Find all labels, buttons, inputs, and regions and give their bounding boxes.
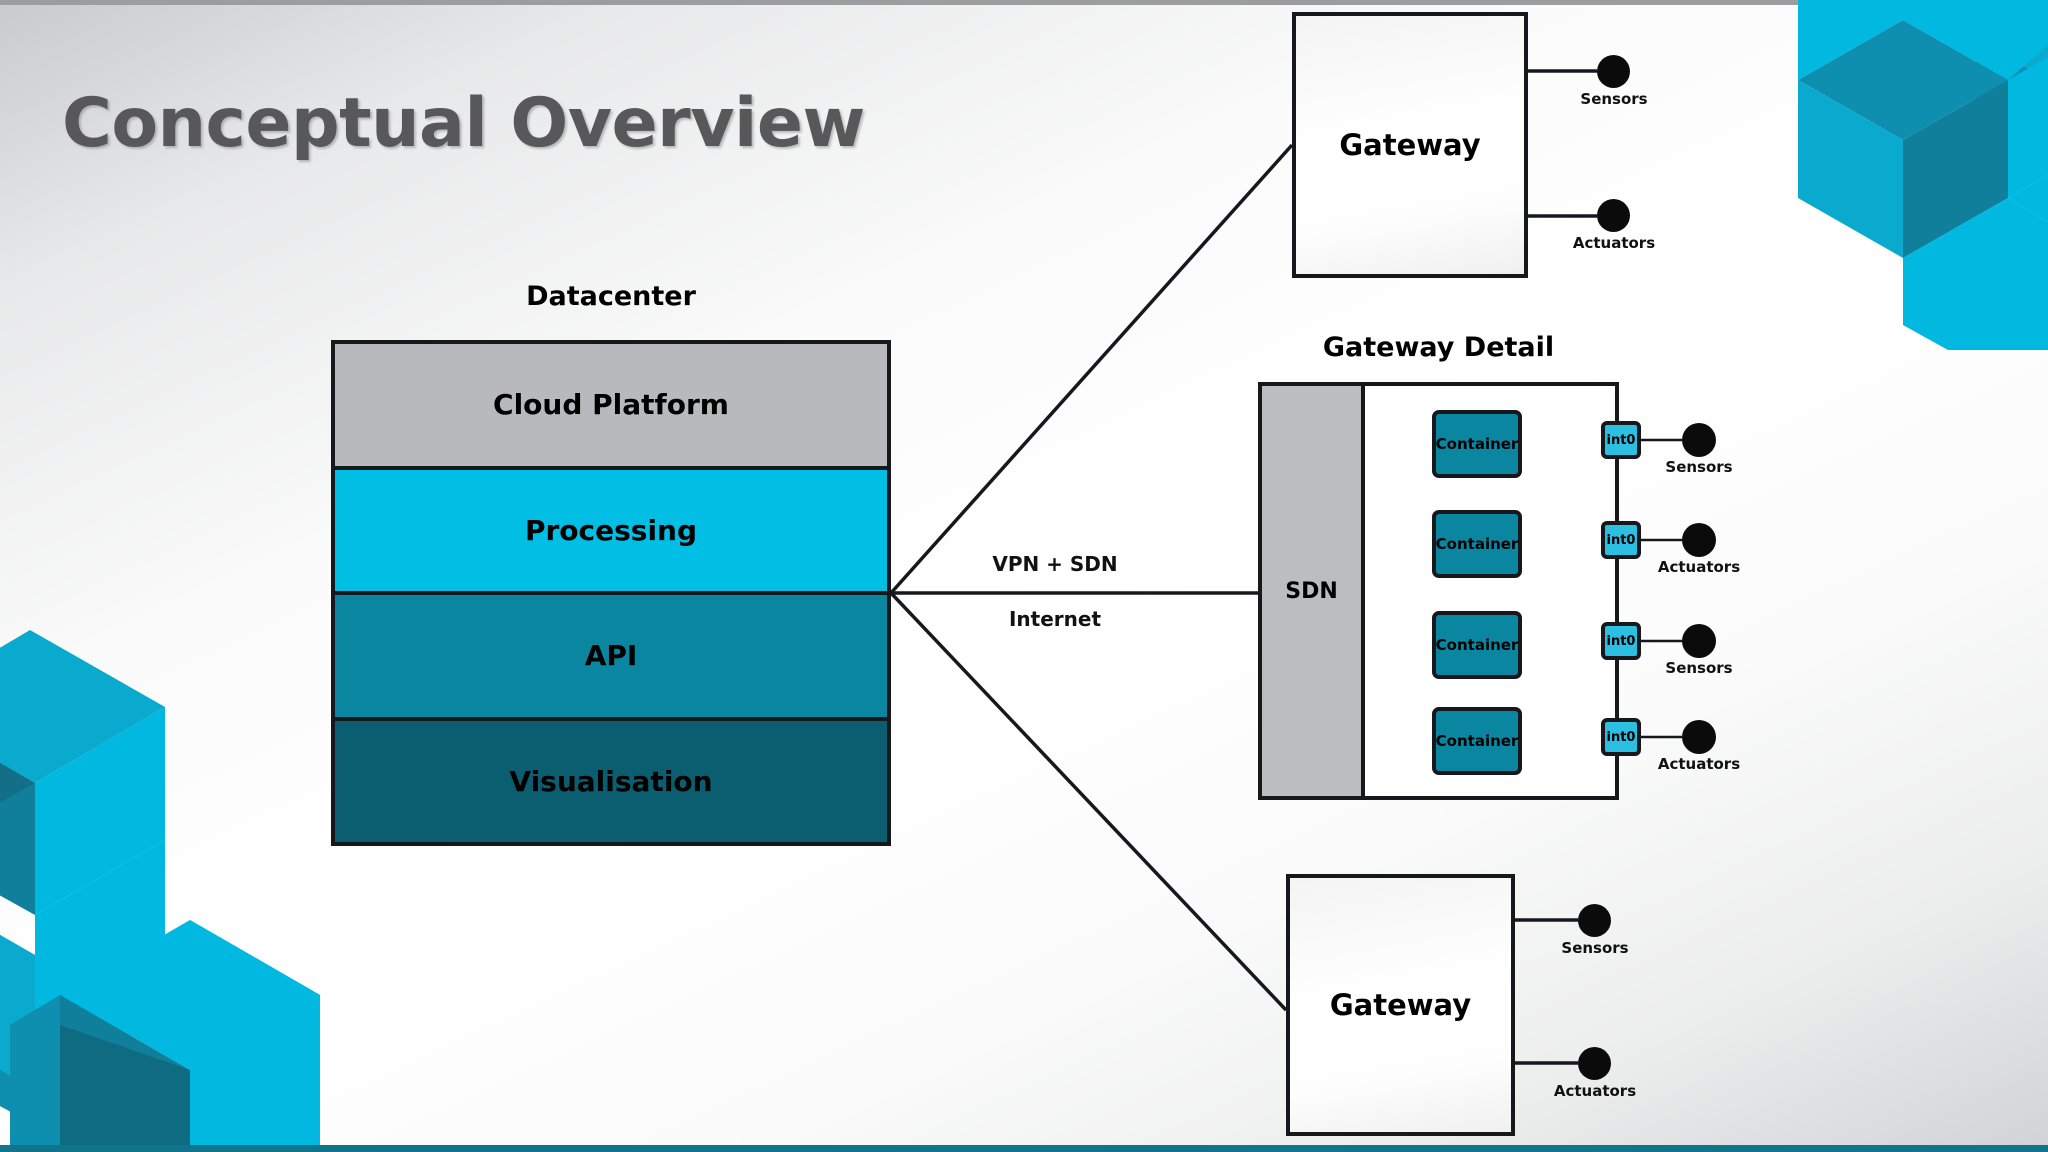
interface-box-4: int0: [1601, 718, 1641, 756]
interface-label: int0: [1606, 633, 1636, 649]
stack-layer-api: API: [335, 595, 887, 721]
interface-label: int0: [1606, 729, 1636, 745]
stack-layer-label: API: [584, 639, 638, 673]
endpoint-label-detail-3: Sensors: [1665, 659, 1733, 677]
datacenter-stack: Cloud Platform Processing API Visualisat…: [331, 340, 891, 846]
stack-layer-label: Visualisation: [509, 764, 713, 798]
interface-label: int0: [1606, 432, 1636, 448]
link-label-internet: Internet: [1008, 607, 1102, 631]
endpoint-dot-detail-2: [1682, 523, 1716, 557]
link-label-vpn-sdn: VPN + SDN: [992, 552, 1118, 576]
endpoint-dot-sensors-bottom: [1578, 904, 1611, 937]
endpoint-label-detail-4: Actuators: [1657, 755, 1741, 773]
link-line-to-top-gateway: [889, 143, 1294, 595]
gateway-box-top: Gateway: [1292, 12, 1528, 278]
container-label: Container: [1435, 435, 1519, 453]
endpoint-dot-detail-4: [1682, 720, 1716, 754]
endpoint-dot-actuators-bottom: [1578, 1047, 1611, 1080]
bottom-edge-bar: [0, 1145, 2048, 1152]
endpoint-label-detail-2: Actuators: [1657, 558, 1741, 576]
interface-box-2: int0: [1601, 521, 1641, 559]
interface-box-1: int0: [1601, 421, 1641, 459]
container-box-2: Container: [1432, 510, 1522, 578]
gateway-detail-panel: SDN Container Container Container Contai…: [1258, 382, 1619, 800]
isometric-cubes-decoration-top-right: [1798, 0, 2048, 350]
endpoint-label-sensors-top: Sensors: [1580, 90, 1648, 108]
interface-box-3: int0: [1601, 622, 1641, 660]
container-box-3: Container: [1432, 611, 1522, 679]
container-label: Container: [1435, 732, 1519, 750]
gateway-label: Gateway: [1339, 128, 1481, 162]
endpoint-label-detail-1: Sensors: [1665, 458, 1733, 476]
container-box-1: Container: [1432, 410, 1522, 478]
stack-layer-cloud-platform: Cloud Platform: [335, 344, 887, 470]
sdn-block: SDN: [1262, 386, 1365, 796]
gateway-box-bottom: Gateway: [1286, 874, 1515, 1136]
stack-layer-label: Processing: [524, 513, 698, 547]
stack-layer-label: Cloud Platform: [493, 388, 729, 422]
link-line-to-bottom-gateway: [889, 591, 1288, 1012]
stack-layer-processing: Processing: [335, 469, 887, 595]
endpoint-dot-detail-3: [1682, 624, 1716, 658]
gateway-detail-heading: Gateway Detail: [1322, 332, 1555, 363]
container-box-4: Container: [1432, 707, 1522, 775]
gateway-label: Gateway: [1329, 988, 1472, 1022]
datacenter-heading: Datacenter: [526, 281, 696, 312]
container-label: Container: [1435, 535, 1519, 553]
endpoint-dot-detail-1: [1682, 423, 1716, 457]
endpoint-dot-actuators-top: [1597, 199, 1630, 232]
container-label: Container: [1435, 636, 1519, 654]
stack-layer-visualisation: Visualisation: [335, 720, 887, 842]
endpoint-label-actuators-top: Actuators: [1572, 234, 1656, 252]
sdn-label: SDN: [1285, 578, 1338, 604]
top-edge-bar: [0, 0, 2048, 5]
endpoint-dot-sensors-top: [1597, 55, 1630, 88]
endpoint-label-actuators-bottom: Actuators: [1553, 1082, 1637, 1100]
interface-label: int0: [1606, 532, 1636, 548]
page-title: Conceptual Overview: [62, 84, 865, 163]
endpoint-label-sensors-bottom: Sensors: [1561, 939, 1629, 957]
